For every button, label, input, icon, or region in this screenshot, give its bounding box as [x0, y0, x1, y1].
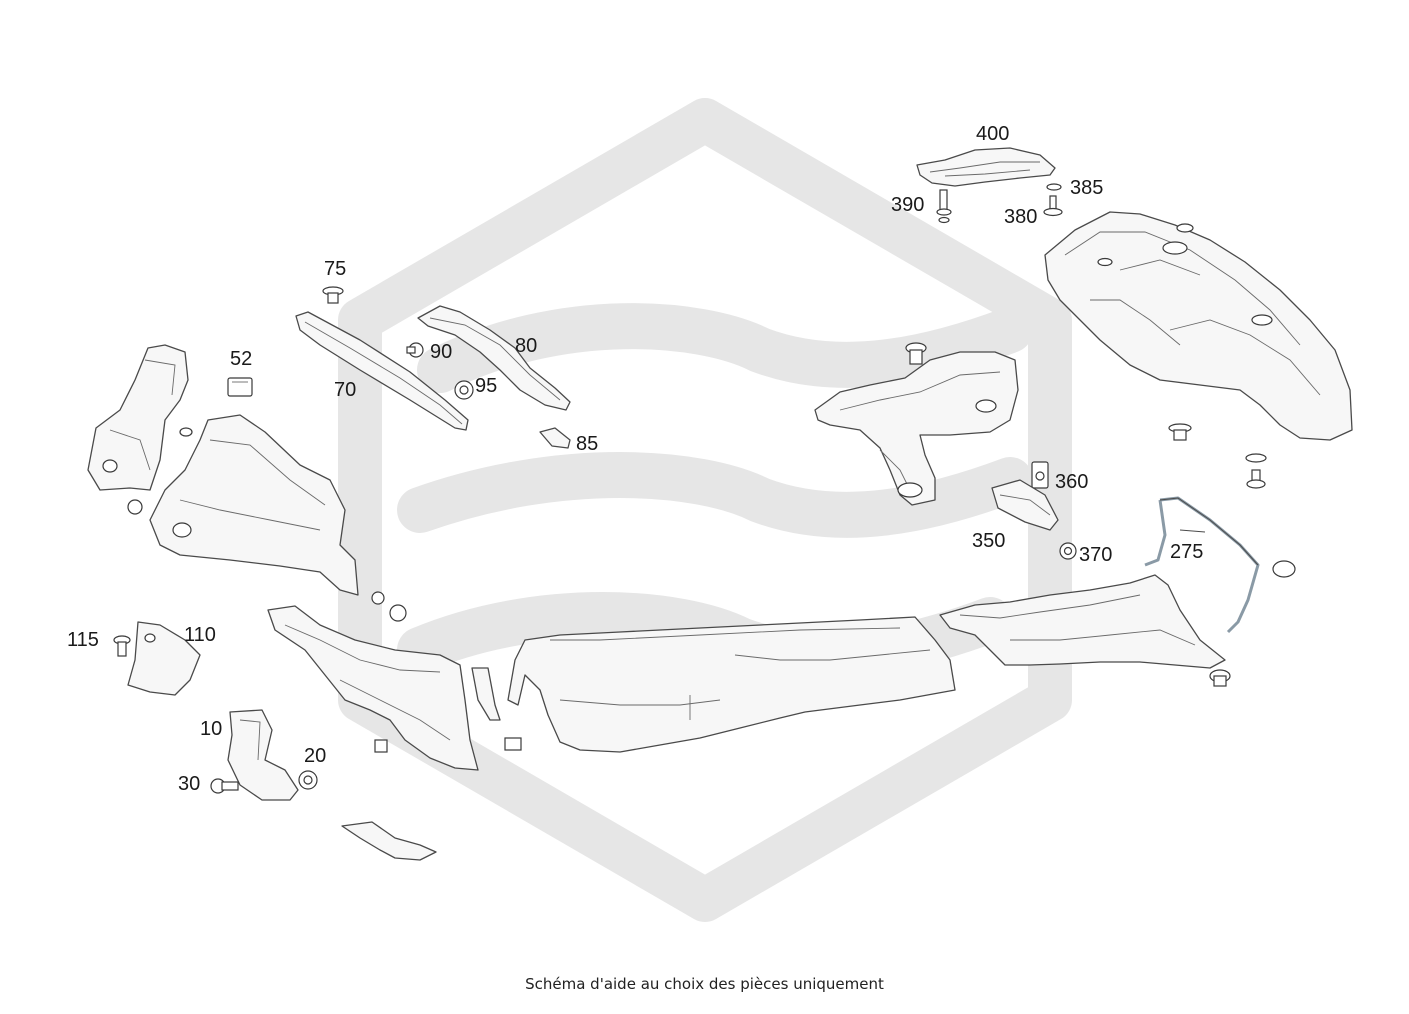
heat-shield-tunnel-center[interactable] — [507, 616, 956, 753]
clip-360[interactable] — [1031, 461, 1049, 489]
strap-275[interactable] — [1144, 496, 1296, 634]
callout-70[interactable]: 70 — [334, 379, 357, 401]
fastener-shield-clip[interactable] — [1168, 423, 1267, 489]
nut-20[interactable] — [298, 770, 318, 790]
part-400-heat-shield[interactable] — [916, 147, 1056, 187]
heat-shield-rear-lower[interactable] — [939, 574, 1231, 687]
callout-10[interactable]: 10 — [200, 718, 223, 740]
bolt-90[interactable] — [406, 342, 424, 358]
bracket-lower-small[interactable] — [341, 821, 437, 861]
clip-85[interactable] — [539, 427, 571, 449]
callout-90[interactable]: 90 — [430, 341, 453, 363]
callout-85[interactable]: 85 — [576, 433, 599, 455]
callout-80[interactable]: 80 — [515, 335, 538, 357]
callout-30[interactable]: 30 — [178, 773, 201, 795]
callout-115[interactable]: 115 — [67, 629, 99, 651]
bolt-75[interactable] — [322, 286, 344, 304]
callout-390[interactable]: 390 — [891, 194, 925, 216]
callout-110[interactable]: 110 — [184, 624, 216, 646]
callout-275[interactable]: 275 — [1170, 541, 1204, 563]
callout-95[interactable]: 95 — [475, 375, 498, 397]
callout-400[interactable]: 400 — [976, 123, 1010, 145]
bracket-110[interactable] — [127, 621, 201, 696]
callout-52[interactable]: 52 — [230, 348, 253, 370]
callout-20[interactable]: 20 — [304, 745, 327, 767]
clip-52[interactable] — [227, 377, 253, 397]
clip-bracket-top[interactable] — [905, 342, 927, 365]
callout-385[interactable]: 385 — [1070, 177, 1104, 199]
bolt-115[interactable] — [113, 635, 131, 657]
callout-75[interactable]: 75 — [324, 258, 347, 280]
fastener-390[interactable] — [936, 189, 952, 224]
bracket-70[interactable] — [295, 311, 469, 431]
nut-370[interactable] — [1059, 542, 1077, 560]
heat-shield-rear-upper[interactable] — [1044, 211, 1353, 441]
diagram-caption: Schéma d'aide au choix des pièces unique… — [525, 975, 884, 993]
bracket-350[interactable] — [991, 479, 1059, 531]
bracket-80[interactable] — [417, 305, 571, 411]
callout-370[interactable]: 370 — [1079, 544, 1113, 566]
watermark-logo — [338, 98, 1072, 922]
heat-shield-left-large[interactable] — [149, 414, 407, 622]
heat-shield-left-lower[interactable] — [267, 605, 522, 771]
callout-360[interactable]: 360 — [1055, 471, 1089, 493]
bolt-380[interactable] — [1043, 195, 1063, 217]
callout-350[interactable]: 350 — [972, 530, 1006, 552]
washer-385[interactable] — [1046, 183, 1062, 191]
heat-shield-left-small[interactable] — [87, 344, 193, 515]
bolt-30[interactable] — [210, 778, 239, 794]
nut-95[interactable] — [454, 380, 474, 400]
bracket-10[interactable] — [227, 709, 299, 801]
callout-380[interactable]: 380 — [1004, 206, 1038, 228]
heat-shield-bracket-center[interactable] — [814, 351, 1019, 506]
